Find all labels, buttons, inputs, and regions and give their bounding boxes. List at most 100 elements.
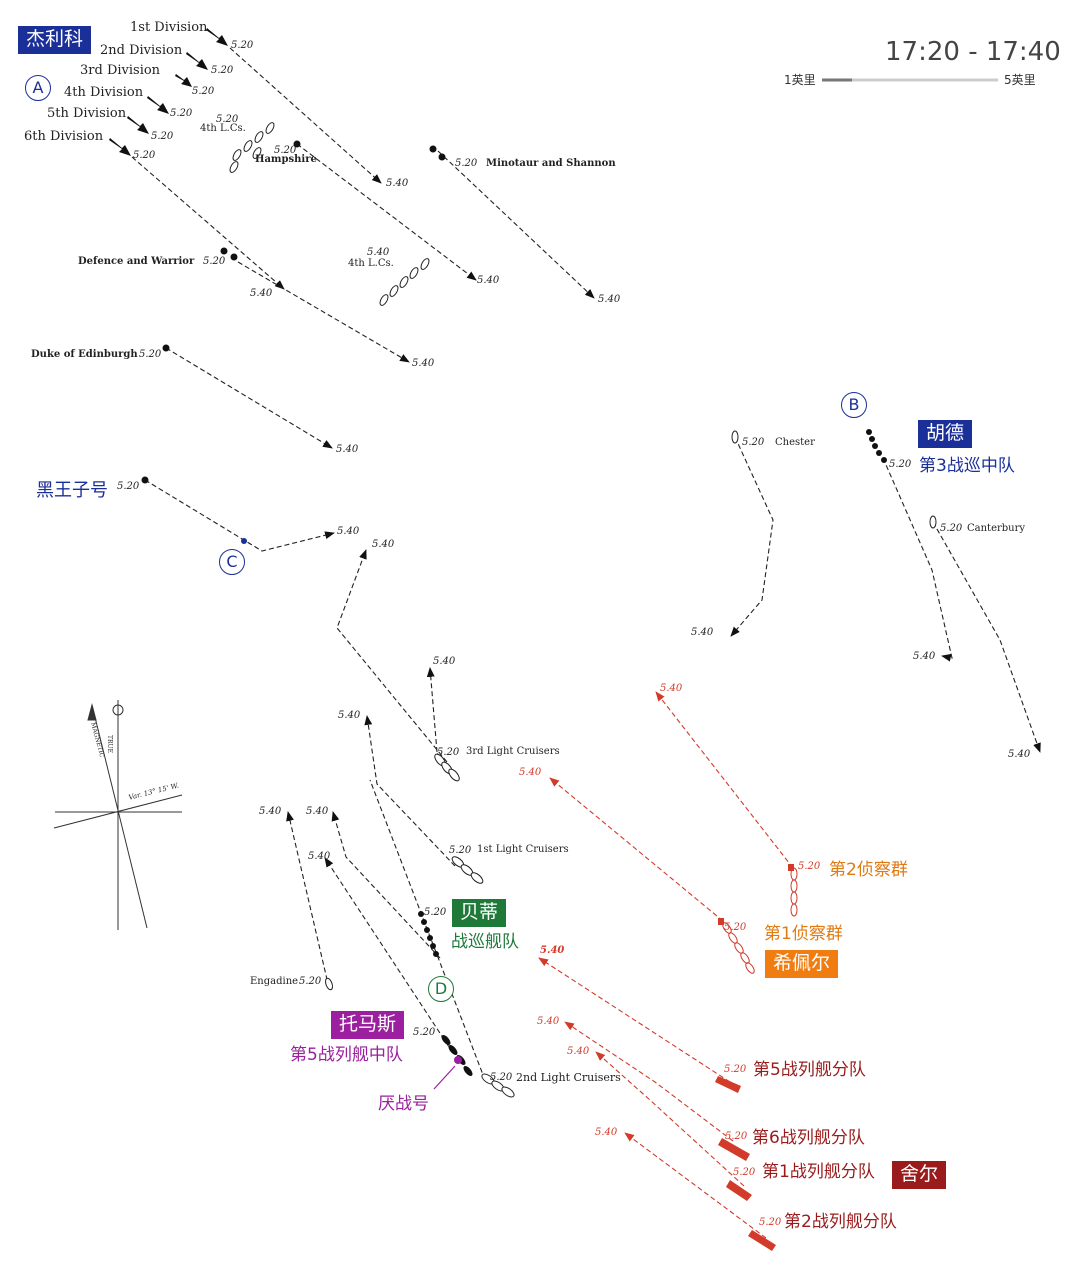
time-5-20-div3: 5.20 [192,86,215,97]
time-5-20-bs6-de: 5.20 [725,1131,748,1142]
marker-c: C [219,549,245,575]
tag-hood: 胡德 [918,420,973,448]
time-5-40-bs5-de: 5.40 [540,945,565,956]
canterbury-ship [929,515,937,529]
label-bs5: 第5战列舰中队 [290,1045,403,1065]
track-bs5-de [538,957,731,1083]
track-1st-division [229,47,382,184]
warspite-ship [454,1056,462,1064]
division-arrow-4 [147,96,169,114]
time-5-20-beatty: 5.20 [424,907,447,918]
time-5-20-chester: 5.20 [742,437,765,448]
track-bs1-de [595,1051,745,1187]
time-5-20-div6: 5.20 [133,150,156,161]
engadine-ship [325,977,333,991]
time-5-40-chester: 5.40 [691,627,714,638]
label-bs2-de: 第2战列舰分队 [784,1212,897,1232]
lc3-ships [434,753,460,782]
time-5-20-lc2: 5.20 [490,1072,513,1083]
bs2-de-arrow [748,1230,776,1251]
track-duke [165,347,333,449]
chester-ship [731,430,739,444]
marker-b: B [841,392,867,418]
division-arrow-6 [109,138,131,156]
label-1st-lc: 1st Light Cruisers [477,844,569,855]
bcs3-chain [866,429,887,463]
track-lc3 [426,667,438,753]
time-5-20-defence: 5.20 [203,256,226,267]
grand-fleet-divisions [109,28,228,156]
time-5-40-lcs4: 5.40 [367,247,390,258]
division-arrow-5 [127,116,149,134]
time-5-20-bs2-de: 5.20 [759,1217,782,1228]
compass-rose [53,700,183,930]
sg2-chain [790,867,798,917]
lcs4-top-ships [229,122,275,173]
time-5-40-engadine: 5.40 [259,806,282,817]
label-defence: Defence and Warrior [78,256,195,267]
label-bs5-de: 第5战列舰分队 [753,1060,866,1080]
ship-formations [229,122,937,1098]
bs5-chain [441,1035,473,1076]
label-engadine: Engadine [250,976,299,987]
time-5-40-bs1-de: 5.40 [567,1046,590,1057]
time-5-20-div4: 5.20 [170,108,193,119]
division-arrow-1 [206,28,228,46]
bs6-de-arrow [718,1138,750,1161]
time-5-40-hampshire: 5.40 [477,275,500,286]
time-5-40-lc3b: 5.40 [372,539,395,550]
time-5-20-bcs3: 5.20 [889,459,912,470]
german-battleship-blocks [715,864,794,1251]
time-5-20-div5: 5.20 [151,131,174,142]
time-5-40-lc1: 5.40 [338,710,361,721]
label-3rd-lc: 3rd Light Cruisers [466,746,560,757]
track-canterbury [932,521,1041,753]
time-5-40-div6: 5.40 [250,288,273,299]
lc1-ships [451,856,484,884]
tag-hipper: 希佩尔 [765,950,839,978]
tag-scheer: 舍尔 [892,1161,947,1189]
label-4th-lcs-top: 4th L.Cs. [200,123,246,134]
bs1-de-arrow [726,1180,752,1201]
label-black-prince: 黑王子号 [36,480,108,501]
track-lc1 [364,715,456,867]
time-5-20-bs5-de: 5.20 [724,1064,747,1075]
division-arrow-3 [175,74,192,87]
time-5-20-canterbury: 5.20 [940,523,963,534]
time-5-20-bs1-de: 5.20 [733,1167,756,1178]
time-5-20-lc3: 5.20 [437,747,460,758]
label-4th-lcs-mid: 4th L.Cs. [348,258,394,269]
warspite-pointer [433,1065,456,1090]
time-5-40-duke: 5.40 [336,444,359,455]
label-canterbury: Canterbury [967,523,1026,534]
label-minotaur: Minotaur and Shannon [486,158,616,169]
tag-beatty: 贝蒂 [452,899,507,927]
lcs4-mid-ships [379,258,430,306]
marker-d: D [428,976,454,1002]
label-2nd-lc: 2nd Light Cruisers [516,1071,621,1084]
time-5-40-bcs3: 5.40 [913,651,936,662]
time-5-40-defence: 5.40 [412,358,435,369]
track-minotaur [437,150,595,299]
time-5-40-bs6-de: 5.40 [537,1016,560,1027]
time-5-20-lcs4: 5.20 [216,114,239,125]
label-2nd-division: 2nd Division [100,43,183,58]
time-5-20-lc1: 5.20 [449,845,472,856]
label-bcs3: 第3战巡中队 [919,456,1015,476]
time-5-40-bs2-de: 5.40 [595,1127,618,1138]
track-engadine [286,811,330,989]
beatty-chain [418,911,439,957]
track-bcs3 [882,457,953,662]
german-tracks [538,691,794,1239]
scale-left-label: 1英里 [784,73,816,87]
time-5-20-sg2: 5.20 [798,861,821,872]
label-4th-division: 4th Division [64,85,144,100]
label-sg1: 第1侦察群 [764,924,843,944]
time-5-20-engadine: 5.20 [299,976,322,987]
time-5-40-canterbury: 5.40 [1008,749,1031,760]
track-chester [730,436,774,637]
track-bs6-de [564,1021,734,1142]
scale-right-label: 5英里 [1004,73,1036,87]
tag-jellicoe: 杰利科 [18,26,92,54]
